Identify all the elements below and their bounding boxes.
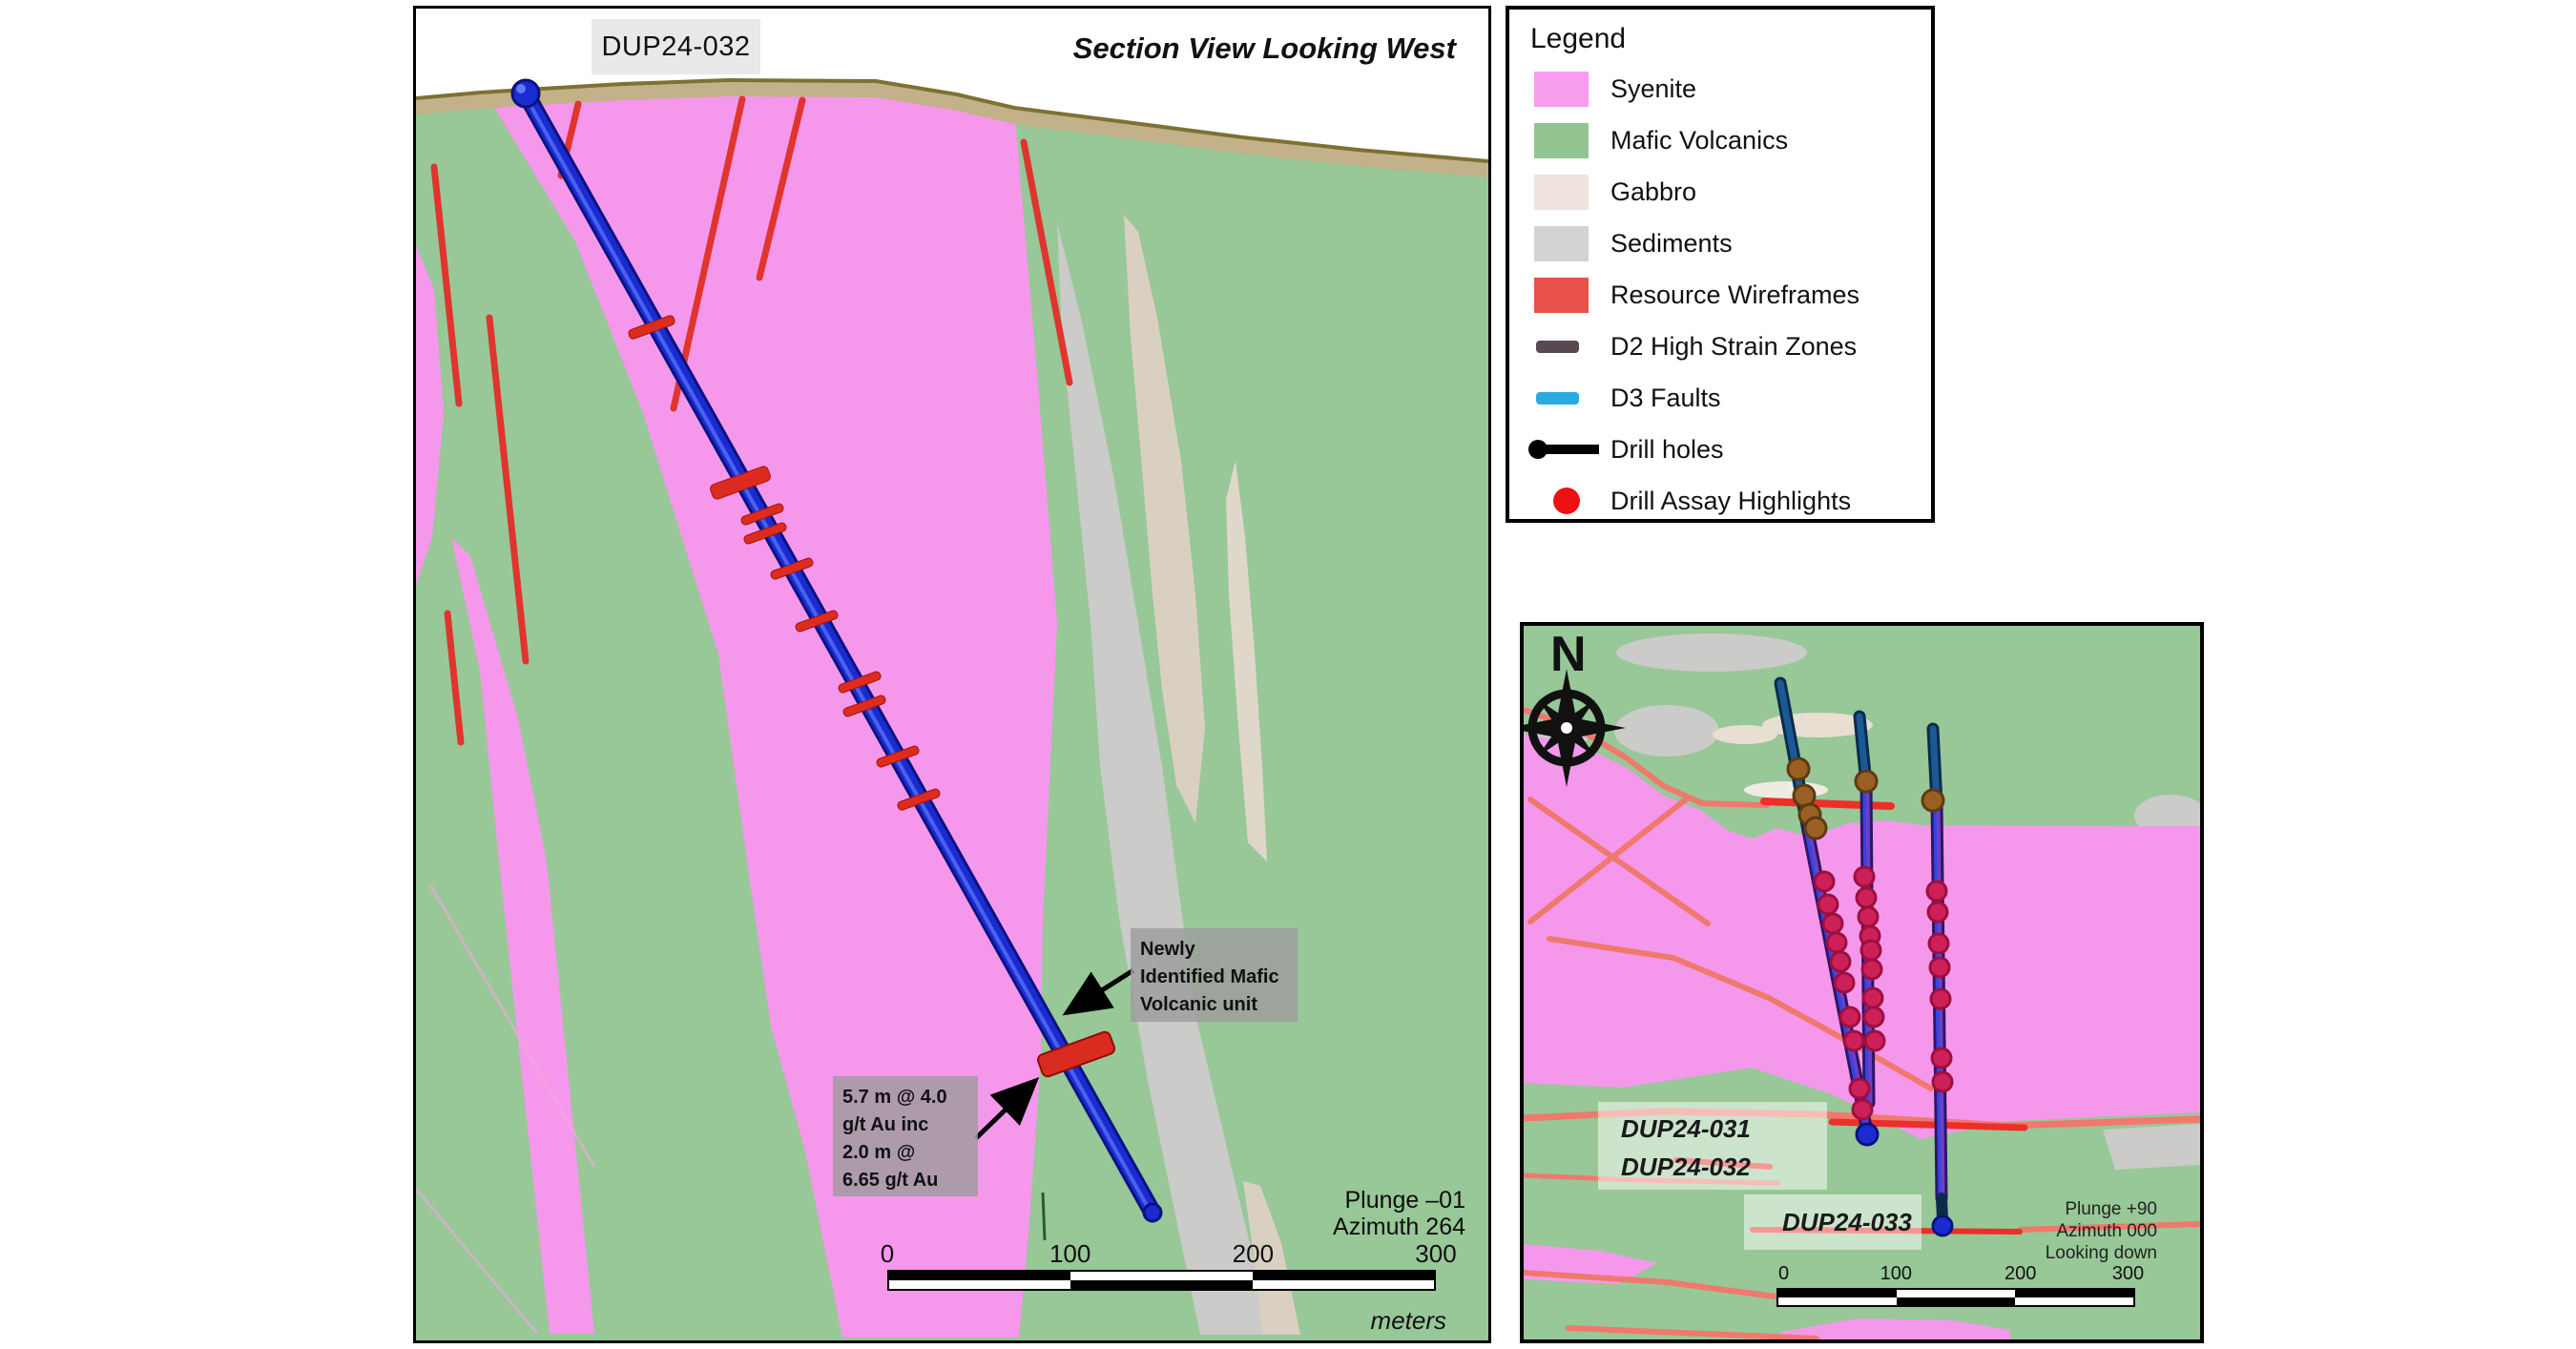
- plan-scale-bar-graphic: [1776, 1288, 2135, 1307]
- legend-item-assay-highlights: Drill Assay Highlights: [1528, 475, 1931, 527]
- plan-scale-tick-0: 0: [1777, 1263, 1790, 1284]
- legend-label: Syenite: [1610, 73, 1697, 103]
- d2-line-swatch: [1536, 340, 1579, 353]
- section-plunge: Plunge –01: [1344, 1187, 1465, 1214]
- collar-glint: [516, 84, 526, 93]
- callout-assay-line1: 5.7 m @ 4.0: [842, 1087, 947, 1108]
- legend-label: Resource Wireframes: [1610, 280, 1860, 309]
- callout-assay-line4: 6.65 g/t Au: [842, 1170, 939, 1191]
- assay-dot-swatch: [1553, 488, 1580, 514]
- plan-toe-a: [1855, 1122, 1880, 1147]
- scale-tick-0: 0: [880, 1239, 895, 1268]
- faint-structures: [416, 882, 596, 1335]
- legend-item-d2-zones: D2 High Strain Zones: [1528, 321, 1931, 372]
- gabbro-swatch: [1534, 174, 1589, 210]
- plan-scale-tick-200: 200: [2004, 1263, 2037, 1284]
- callout-mafic-line3: Volcanic unit: [1140, 994, 1257, 1015]
- callout-assay-line2: g/t Au inc: [842, 1114, 929, 1135]
- north-label: N: [1550, 627, 1587, 682]
- gabbro-tongue: [1124, 215, 1205, 823]
- plan-label-dup31-32: DUP24-031 DUP24-032: [1598, 1102, 1827, 1190]
- legend-panel: Legend Syenite Mafic Volcanics Gabbro Se…: [1506, 6, 1935, 523]
- syenite-swatch: [1534, 71, 1589, 107]
- plan-label-dup32: DUP24-032: [1621, 1152, 1751, 1181]
- drillhole-swatch: [1528, 440, 1599, 459]
- drillhole-trace: [516, 84, 1162, 1222]
- plan-syenite-bottom-band: [1781, 1318, 2010, 1339]
- section-azimuth: Azimuth 264: [1333, 1214, 1465, 1240]
- scale-bar-graphic: [887, 1270, 1436, 1291]
- mafic-intercept-band: [1036, 1030, 1116, 1078]
- legend-item-drill-holes: Drill holes: [1528, 424, 1931, 475]
- resource-swatch: [1534, 277, 1589, 313]
- plan-scale-labels: 0 100 200 300: [1776, 1263, 2144, 1288]
- drillhole-collar: [510, 78, 541, 109]
- hole-id-text: DUP24-032: [601, 31, 751, 62]
- plan-azimuth: Azimuth 000: [2056, 1221, 2157, 1241]
- scale-labels: 0 100 200 300: [881, 1239, 1457, 1270]
- sediments-swatch: [1534, 225, 1589, 261]
- scale-tick-300: 300: [1415, 1239, 1457, 1268]
- plan-scale-bar: 0 100 200 300: [1776, 1263, 2144, 1307]
- d3-line-swatch: [1536, 391, 1579, 405]
- north-compass-icon: [1524, 669, 1626, 787]
- plan-label-dup33-text: DUP24-033: [1782, 1208, 1912, 1236]
- gabbro-lens: [1226, 461, 1267, 861]
- callout-assay-line3: 2.0 m @: [842, 1142, 916, 1163]
- syenite-body: [485, 80, 1057, 1338]
- plan-scale-tick-300: 300: [2111, 1263, 2145, 1284]
- legend-item-mafic-volcanics: Mafic Volcanics: [1528, 114, 1931, 166]
- sediments-band: [1057, 222, 1272, 1335]
- plan-toe-c: [1931, 1214, 1954, 1237]
- plan-label-dup33: DUP24-033: [1744, 1194, 1922, 1250]
- plan-view-dir: Looking down: [2045, 1243, 2157, 1263]
- legend-item-d3-faults: D3 Faults: [1528, 372, 1931, 424]
- syenite-sliver: [416, 246, 444, 585]
- callout-mafic-line2: Identified Mafic: [1140, 966, 1279, 987]
- legend-label: Mafic Volcanics: [1610, 125, 1789, 155]
- hole-id-label: DUP24-032: [592, 19, 760, 74]
- legend-label: D3 Faults: [1610, 383, 1721, 412]
- scale-unit-label: meters: [1370, 1306, 1446, 1335]
- legend-item-gabbro: Gabbro: [1528, 166, 1931, 218]
- assay-interval-ticks: [628, 315, 941, 811]
- mafic-swatch: [1534, 122, 1589, 158]
- legend-item-sediments: Sediments: [1528, 218, 1931, 269]
- plan-view-panel: N DUP24-031 DUP24-032 DUP24-033 Plunge +…: [1520, 622, 2204, 1343]
- plan-plunge: Plunge +90: [2065, 1199, 2157, 1219]
- legend-item-resource-wireframes: Resource Wireframes: [1528, 269, 1931, 321]
- plan-scale-tick-100: 100: [1880, 1263, 1912, 1284]
- plan-pierce-points: [1786, 757, 1945, 841]
- plan-orientation: Plunge +90 Azimuth 000 Looking down: [1966, 1198, 2157, 1264]
- plan-label-dup31: DUP24-031: [1621, 1114, 1751, 1143]
- legend-label: Drill holes: [1610, 434, 1724, 464]
- scale-tick-200: 200: [1232, 1239, 1275, 1268]
- callout-mafic-unit: Newly Identified Mafic Volcanic unit: [1131, 928, 1298, 1022]
- minor-fault-tick: [1041, 1192, 1047, 1241]
- gabbro-tongue-lower: [1243, 1181, 1300, 1335]
- legend-label: Sediments: [1610, 228, 1733, 258]
- legend-item-syenite: Syenite: [1528, 63, 1931, 114]
- callout-assay: 5.7 m @ 4.0 g/t Au inc 2.0 m @ 6.65 g/t …: [833, 1076, 978, 1196]
- scale-tick-100: 100: [1049, 1239, 1091, 1268]
- plan-assay-dots: [1813, 865, 1954, 1121]
- legend-label: Gabbro: [1610, 176, 1697, 206]
- legend-label: Drill Assay Highlights: [1610, 486, 1852, 515]
- drillhole-toe: [1142, 1202, 1163, 1223]
- legend-label: D2 High Strain Zones: [1610, 331, 1858, 361]
- section-view-panel: DUP24-032 Section View Looking West Newl…: [413, 6, 1491, 1343]
- section-orientation: Plunge –01 Azimuth 264: [1333, 1187, 1465, 1240]
- section-scale-bar: 0 100 200 300: [881, 1239, 1457, 1291]
- annotation-arrows: [974, 967, 1135, 1140]
- section-title: Section View Looking West: [1072, 31, 1456, 65]
- callout-mafic-line1: Newly: [1140, 939, 1195, 960]
- syenite-dike: [451, 537, 594, 1334]
- legend-title: Legend: [1530, 23, 1627, 54]
